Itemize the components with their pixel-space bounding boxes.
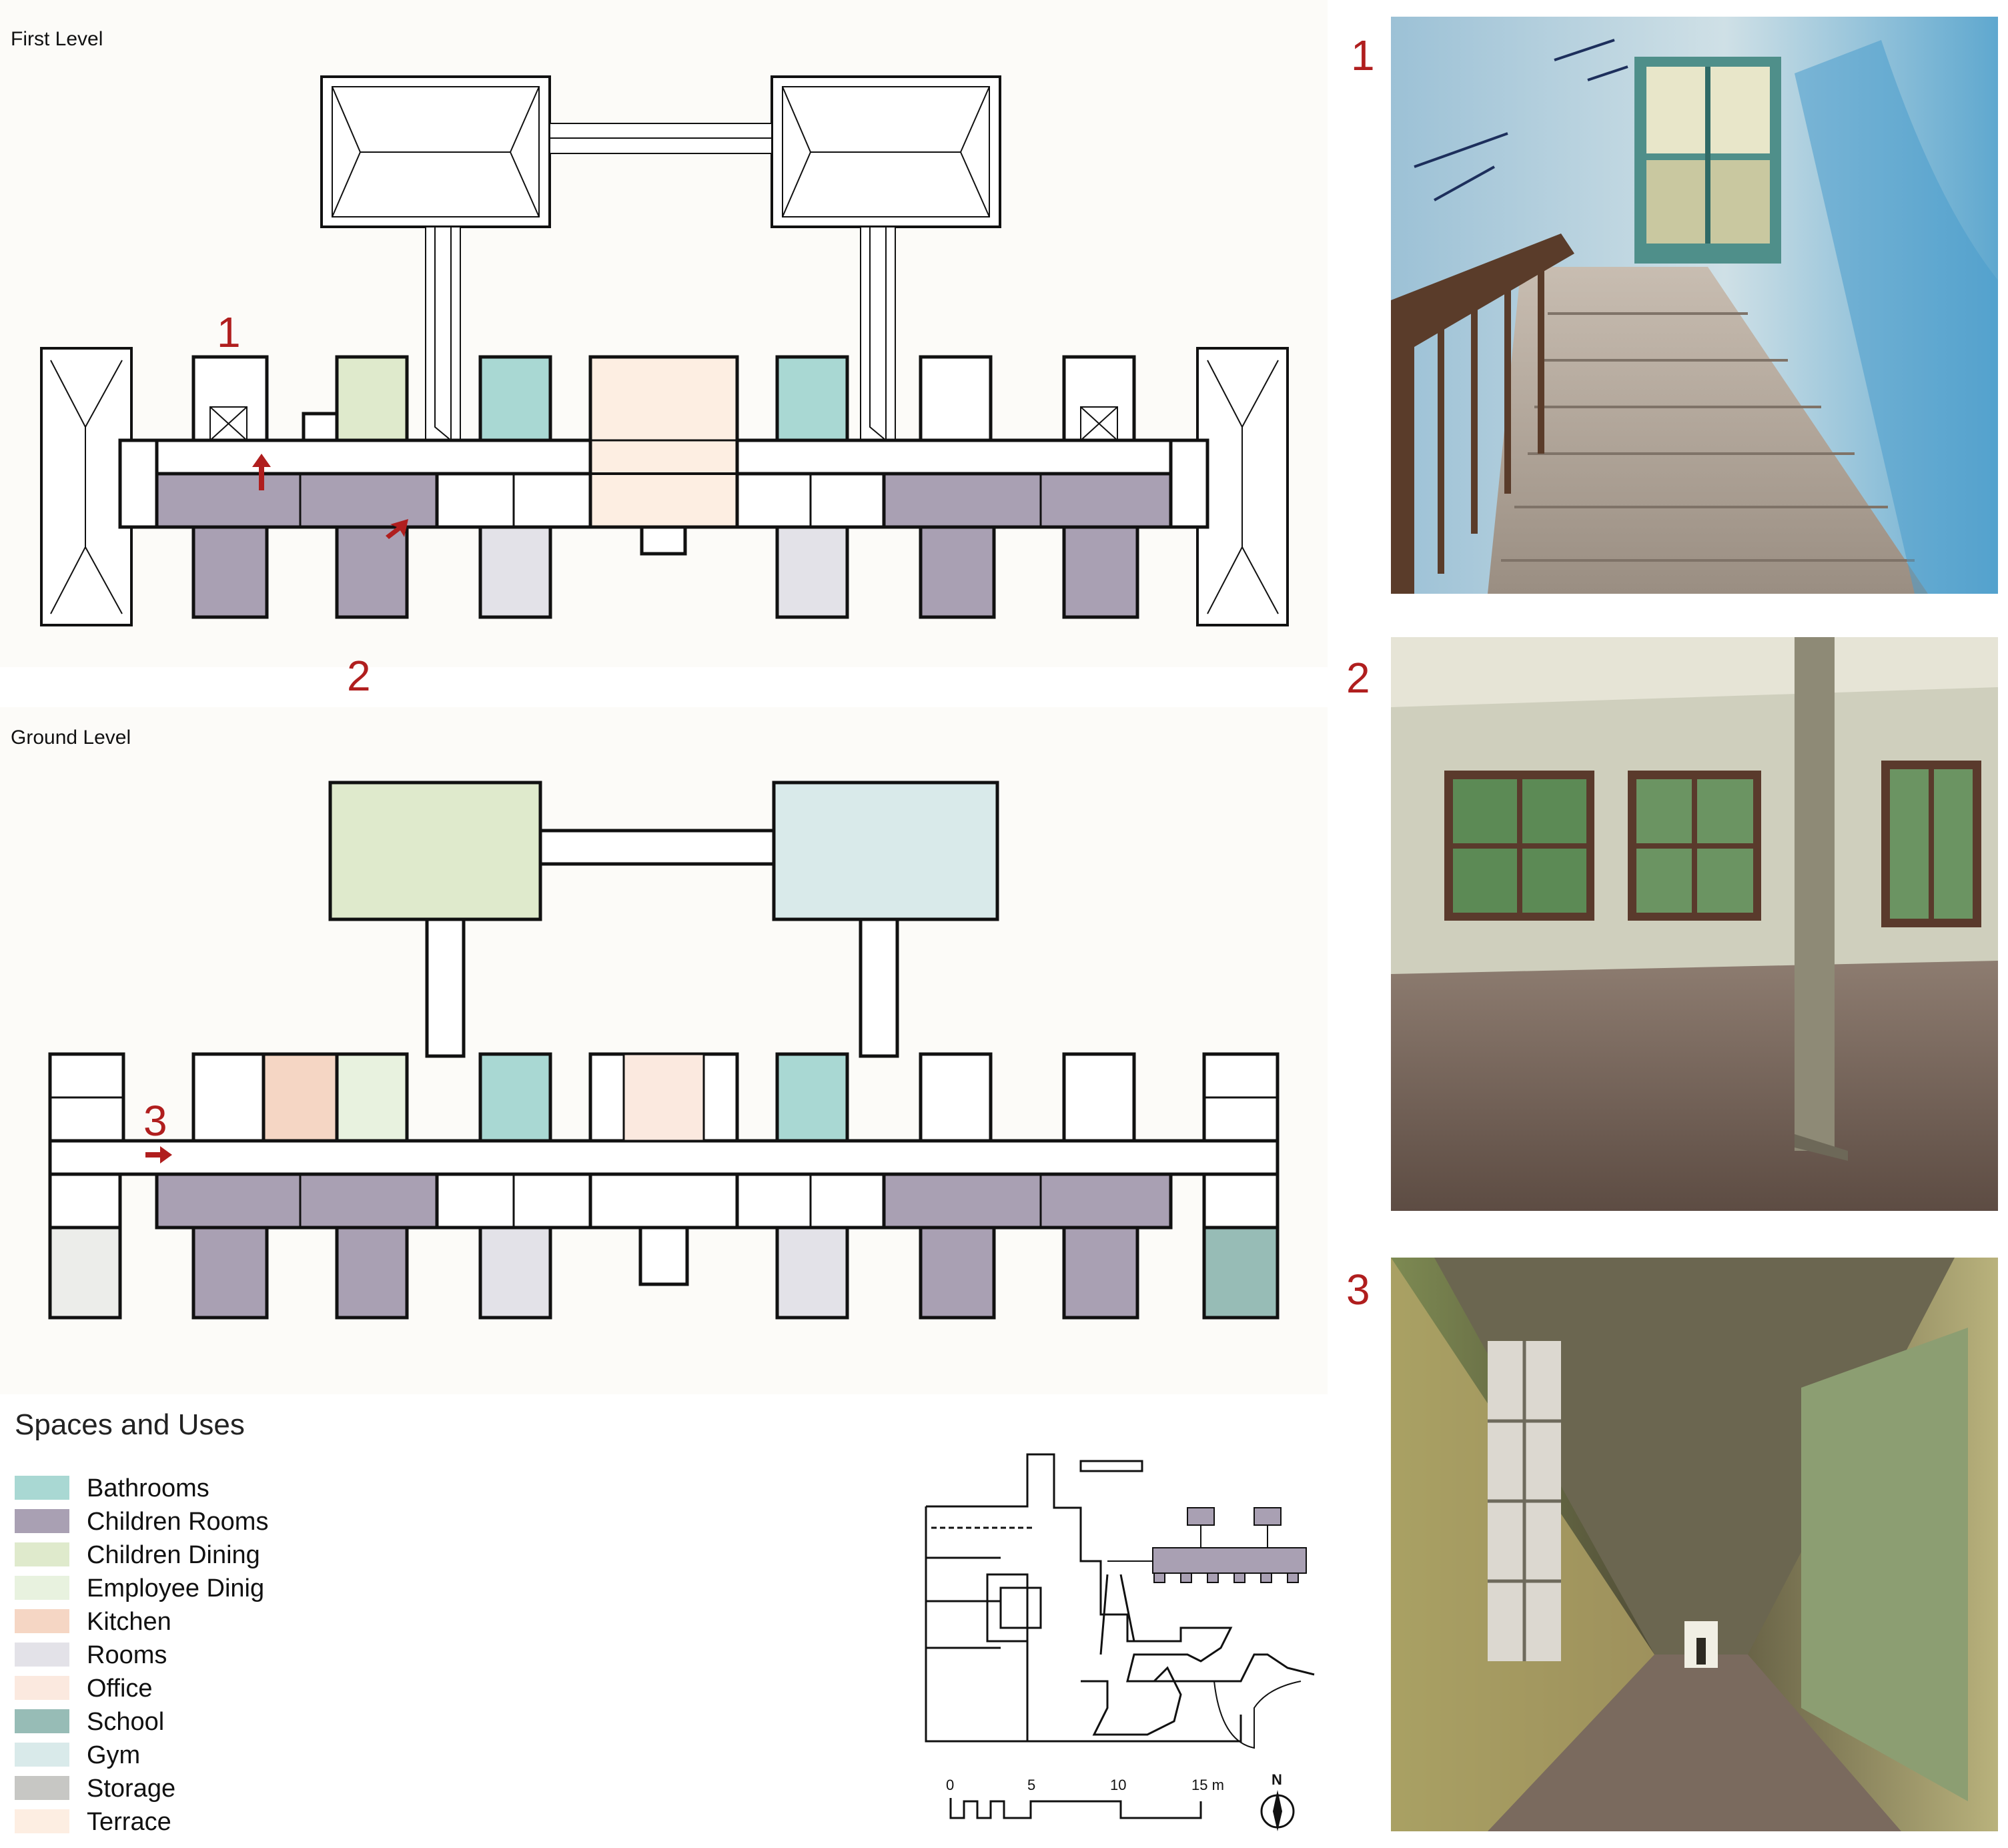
legend-swatch-0: [15, 1476, 69, 1500]
scale-tick-5: 5: [1027, 1777, 1035, 1793]
first-level-stairs: [209, 406, 1118, 441]
photo-1-stairwell: [1391, 17, 1998, 594]
legend-swatch-5: [15, 1643, 69, 1667]
plan-marker-3: 3: [143, 1097, 167, 1145]
legend-label-6: Office: [87, 1675, 153, 1703]
ground-level-upper-halls: [328, 781, 999, 1058]
scale-bar: 0 5 10 15 m N: [946, 1771, 1295, 1831]
legend-swatch-4: [15, 1609, 69, 1633]
first-level-rooftops: [40, 75, 1289, 626]
photo-number-1: 1: [1351, 31, 1375, 79]
photo-panel: 1 2 3: [1346, 17, 1998, 1831]
legend-label-10: Terrace: [87, 1808, 171, 1836]
site-plan-inset: [925, 1453, 1315, 1749]
ground-level-label: Ground Level: [11, 727, 131, 749]
legend-label-1: Children Rooms: [87, 1508, 268, 1536]
legend-title: Spaces and Uses: [15, 1408, 245, 1441]
legend-label-5: Rooms: [87, 1641, 167, 1669]
first-level-rooms: [118, 355, 1209, 619]
legend-swatch-7: [15, 1709, 69, 1733]
scale-tick-0: 0: [946, 1777, 954, 1793]
ground-level-plan: Ground Level: [0, 707, 1328, 1394]
legend-label-9: Storage: [87, 1775, 175, 1803]
legend-label-0: Bathrooms: [87, 1474, 209, 1502]
legend-label-3: Employee Dinig: [87, 1574, 264, 1602]
north-arrow-icon: N: [1260, 1771, 1295, 1831]
first-level-plan: First Level: [0, 0, 1328, 700]
photo-2-room: [1391, 637, 1998, 1211]
ground-level-rooms: [48, 1052, 1280, 1320]
plan-marker-2: 2: [347, 652, 371, 700]
photo-number-3: 3: [1346, 1266, 1370, 1314]
photo-3-corridor: [1391, 1258, 1998, 1831]
legend-swatch-3: [15, 1576, 69, 1600]
legend-label-4: Kitchen: [87, 1608, 171, 1636]
first-level-arrows: [252, 454, 408, 539]
legend-swatch-10: [15, 1809, 69, 1833]
scale-tick-15m: 15 m: [1191, 1777, 1224, 1793]
north-label: N: [1272, 1771, 1282, 1788]
plan-marker-1: 1: [217, 308, 241, 356]
scale-tick-10: 10: [1110, 1777, 1126, 1793]
ground-level-arrow: [145, 1146, 172, 1164]
legend-swatch-8: [15, 1743, 69, 1767]
legend-label-2: Children Dining: [87, 1541, 260, 1569]
legend-swatch-6: [15, 1676, 69, 1700]
legend-label-8: Gym: [87, 1741, 140, 1769]
photo-number-2: 2: [1346, 654, 1370, 702]
legend-swatch-2: [15, 1542, 69, 1566]
site-plan-highlight: [1107, 1507, 1307, 1583]
legend-swatch-1: [15, 1509, 69, 1533]
legend-label-7: School: [87, 1708, 164, 1736]
legend-swatch-9: [15, 1776, 69, 1800]
first-level-label: First Level: [11, 28, 103, 50]
